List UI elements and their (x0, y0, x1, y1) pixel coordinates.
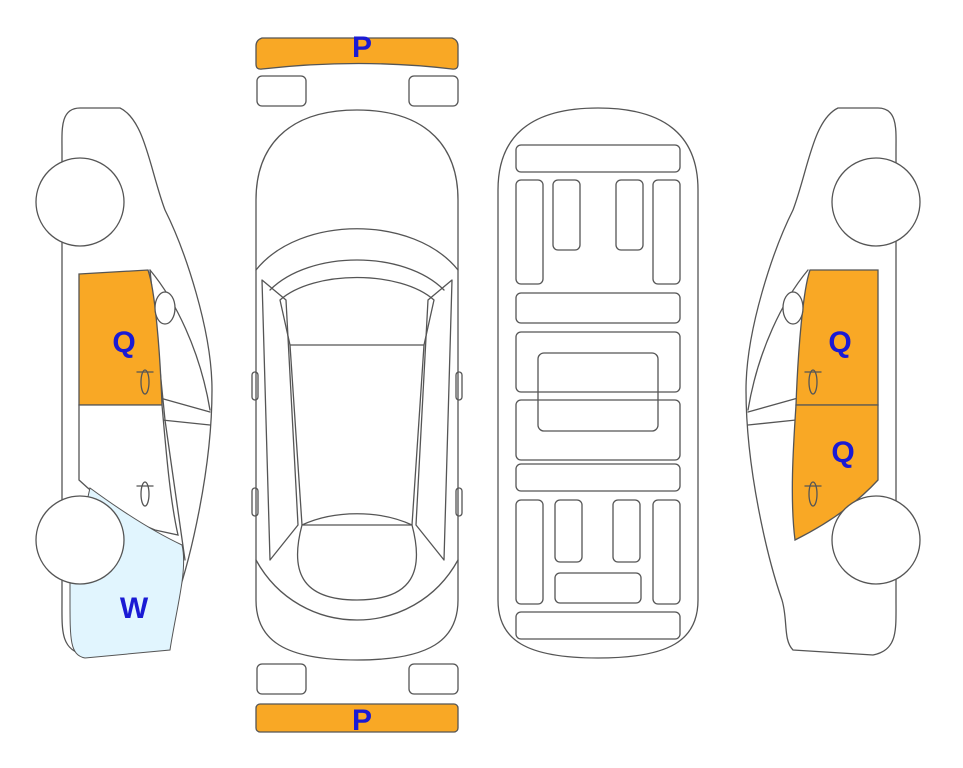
left-rear-wheel (35, 495, 125, 585)
right-door-handle-upper (804, 369, 822, 395)
rear-left-light (256, 663, 307, 695)
right-rear-door-label: Q (831, 436, 854, 469)
rear-bumper-panel[interactable] (255, 703, 459, 733)
rear-bumper-label: P (352, 704, 372, 737)
left-front-wheel (35, 157, 125, 247)
car-right-side-view (745, 107, 897, 656)
car-underside-view (497, 107, 699, 659)
left-door-handle-lower (136, 481, 154, 507)
right-rear-wheel (831, 495, 921, 585)
left-mirror (154, 291, 176, 325)
front-right-light (408, 75, 459, 107)
right-front-wheel (831, 157, 921, 247)
front-bumper-label: P (352, 31, 372, 64)
right-mirror (782, 291, 804, 325)
right-door-handle-lower (804, 481, 822, 507)
left-door-handle-upper (136, 369, 154, 395)
front-left-light (256, 75, 307, 107)
right-front-door-label: Q (828, 326, 851, 359)
left-rear-quarter-label: W (120, 592, 149, 625)
rear-right-light (408, 663, 459, 695)
car-top-view (251, 109, 463, 661)
left-rear-door-label: Q (112, 326, 135, 359)
car-left-side-view (61, 107, 213, 656)
front-bumper-panel[interactable] (255, 37, 459, 70)
